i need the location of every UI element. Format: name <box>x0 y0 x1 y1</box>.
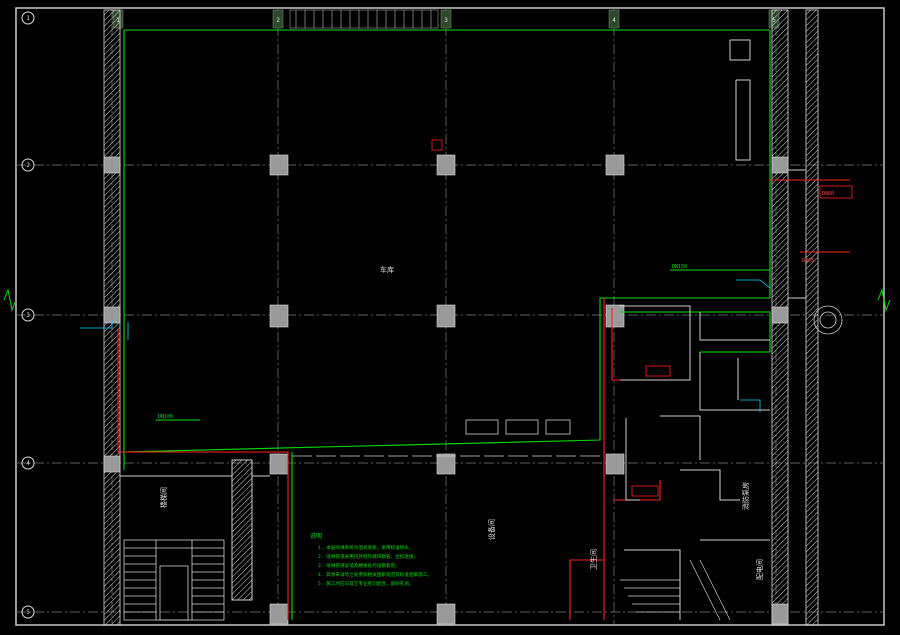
structural-columns <box>103 154 789 625</box>
row-axis-label: 3 <box>26 312 30 319</box>
row-axis-label: 4 <box>26 460 30 467</box>
room-label: 车库 <box>380 265 394 274</box>
interior-walls <box>120 39 806 620</box>
room-label: 卫生间 <box>589 549 598 570</box>
row-axis-label: 1 <box>26 15 30 22</box>
room-label: 设备间 <box>487 519 496 540</box>
col-axis-label: 2 <box>276 17 280 24</box>
room-label: 消防泵房 <box>741 482 750 510</box>
right-outer-wall <box>805 9 819 626</box>
row-axis-label: 2 <box>26 162 30 169</box>
drawing-frame <box>15 7 885 626</box>
pipe-tag: DN80 <box>822 191 834 197</box>
sprinkler-pipe-green <box>123 29 771 620</box>
note-line: 1. 本层喷淋系统为湿式系统，采用标准喷头。 <box>318 544 414 551</box>
row-axis-label: 5 <box>26 609 30 616</box>
pipe-tag: DN150 <box>672 264 687 270</box>
top-slab-band <box>289 9 439 29</box>
note-line: 2. 喷淋管道采用内外壁热镀锌钢管，丝扣连接。 <box>318 553 418 560</box>
note-line: 5. 施工时应与其它专业密切配合，留好孔洞。 <box>318 580 414 587</box>
fire-hydrant-pipe-red <box>117 179 850 620</box>
staircase <box>123 539 225 621</box>
notes-block: 说明 1. 本层喷淋系统为湿式系统，采用标准喷头。 2. 喷淋管道采用内外壁热镀… <box>310 532 432 587</box>
cyan-annotations <box>80 279 771 412</box>
staircase-right <box>620 559 731 621</box>
equipment-units <box>465 305 843 435</box>
pipe-tag: DN100 <box>158 414 173 420</box>
pipe-tag: DN65 <box>802 258 814 264</box>
col-axis-label: 4 <box>612 17 616 24</box>
col-axis-label: 3 <box>444 17 448 24</box>
note-line: 3. 喷淋管道穿墙及楼板处均设钢套管。 <box>318 562 400 569</box>
room-label: 配电间 <box>755 559 764 580</box>
break-symbols <box>3 288 891 312</box>
room-label: 楼梯间 <box>159 487 168 508</box>
row-axis-bubbles <box>21 11 35 619</box>
red-tags <box>431 139 853 497</box>
note-line: 4. 其余未详尽之处参照相关国家规范及标准图集施工。 <box>318 571 432 578</box>
notes-title: 说明 <box>310 532 322 540</box>
